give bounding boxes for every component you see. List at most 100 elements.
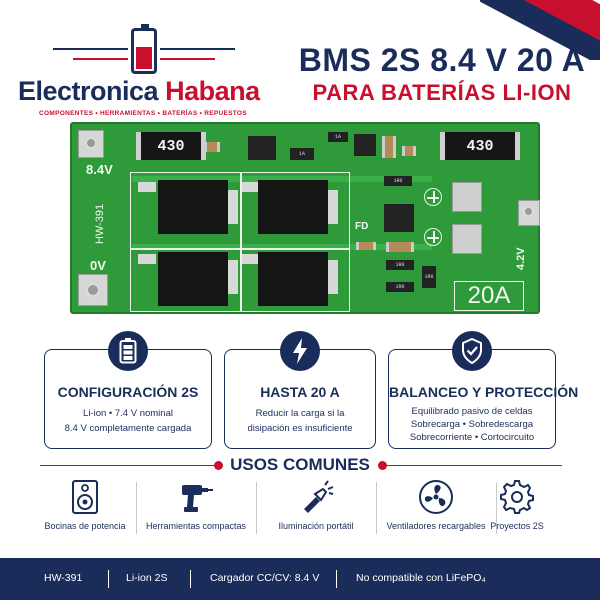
footer-charger: Cargador CC/CV: 8.4 V — [210, 572, 320, 584]
mosfet-tab — [242, 254, 260, 264]
shield-check-icon — [452, 331, 492, 371]
label-model: HW-391 — [94, 203, 106, 244]
flashlight-icon — [304, 480, 334, 513]
mosfet-tab — [328, 260, 338, 294]
feature-title: BALANCEO Y PROTECCIÓN — [389, 384, 579, 400]
use-item: Ventiladores recargables — [377, 479, 495, 541]
smd-1r0-b: 1R0 — [386, 260, 414, 270]
solder-pad-bottom — [78, 274, 108, 306]
footer-bar: HW-391 Li-ion 2S Cargador CC/CV: 8.4 V N… — [0, 558, 600, 600]
drill-icon — [182, 485, 213, 512]
use-item: Bocinas de potencia — [26, 479, 144, 541]
balance-pad — [452, 182, 482, 212]
use-separator — [256, 482, 257, 534]
circuit-line-right — [160, 48, 235, 50]
circuit-line-left — [53, 48, 128, 50]
lightning-icon — [280, 331, 320, 371]
brand-name-part1: Electronica — [18, 76, 159, 106]
balance-pad — [452, 224, 482, 254]
smd-1r0-c: 1R0 — [386, 282, 414, 292]
solder-pad-top — [78, 130, 104, 158]
capacitor — [204, 142, 220, 152]
feature-line: Sobrecarga • Sobredescarga — [410, 419, 534, 430]
feature-line: disipación es insuficiente — [247, 423, 353, 434]
divider-dot — [378, 461, 387, 470]
silkscreen-box — [240, 248, 350, 312]
mosfet-tab — [138, 182, 156, 192]
circuit-line-left-red — [73, 58, 128, 60]
footer-warning: No compatible con LiFePO₄ — [356, 572, 486, 584]
feature-line: Reducir la carga si la — [255, 408, 345, 419]
use-label: Herramientas compactas — [145, 521, 247, 531]
gear-icon — [500, 480, 534, 514]
divider-line — [386, 465, 562, 466]
brand-name-part2: Habana — [165, 76, 260, 106]
use-label: Proyectos 2S — [490, 521, 544, 531]
use-separator — [496, 482, 497, 534]
mosfet-tab — [228, 190, 238, 224]
capacitor — [402, 146, 416, 156]
footer-model: HW-391 — [44, 572, 83, 584]
label-0v: 0V — [90, 258, 106, 273]
feature-line: 8.4 V completamente cargada — [64, 423, 192, 434]
fan-icon — [419, 480, 453, 514]
mosfet-tab — [328, 190, 338, 224]
page-title: BMS 2S 8.4 V 20 A — [298, 42, 586, 78]
use-item: Proyectos 2S — [458, 479, 576, 541]
feature-line: Equilibrado pasivo de celdas — [411, 406, 533, 417]
feature-card-balance: BALANCEO Y PROTECCIÓN Equilibrado pasivo… — [388, 331, 579, 449]
pcb-trace — [132, 244, 432, 250]
use-label: Iluminación portátil — [278, 521, 354, 531]
mosfet — [258, 252, 328, 306]
feature-line: Sobrecorriente • Cortocircuito — [409, 432, 535, 443]
smd-1a-bottom: 1A — [290, 148, 314, 160]
mosfet — [258, 180, 328, 234]
feature-card-current: HASTA 20 A Reducir la carga si la disipa… — [224, 331, 376, 449]
footer-separator — [336, 570, 337, 588]
ic-chip — [384, 204, 414, 232]
plus-symbol — [424, 188, 442, 206]
solder-pad-right — [518, 200, 540, 226]
mosfet — [158, 252, 228, 306]
feature-title: CONFIGURACIÓN 2S — [57, 384, 199, 400]
ic-chip — [248, 136, 276, 160]
pcb-trace — [132, 176, 432, 182]
uses-header: USOS COMUNES — [0, 455, 600, 475]
label-8v4: 8.4V — [86, 162, 113, 177]
brand-logo: Electronica Habana COMPONENTES • HERRAMI… — [18, 24, 268, 118]
silkscreen-box — [130, 248, 242, 312]
use-item: Iluminación portátil — [257, 479, 375, 541]
capacitor — [356, 242, 376, 250]
circuit-line-right-red — [160, 58, 215, 60]
battery-logo-icon — [131, 24, 157, 74]
label-4v2: 4.2V — [515, 247, 527, 270]
capacitor — [382, 136, 396, 158]
divider-dot — [214, 461, 223, 470]
shunt-resistor-right: 430 — [440, 132, 520, 160]
mosfet-tab — [138, 254, 156, 264]
use-separator — [376, 482, 377, 534]
bms-board-photo: 430 430 8.4V HW-391 0V 4.2V FD 1A 1A 1R0… — [70, 122, 540, 314]
use-item: Herramientas compactas — [137, 479, 255, 541]
current-rating-label: 20A — [454, 281, 524, 311]
brand-name: Electronica Habana — [18, 76, 268, 107]
silkscreen-box — [240, 172, 350, 250]
ic-chip — [354, 134, 376, 156]
footer-chemistry: Li-ion 2S — [126, 572, 168, 584]
mosfet-tab — [242, 182, 260, 192]
speaker-icon — [72, 480, 98, 514]
uses-title: USOS COMUNES — [230, 455, 370, 474]
label-fd: FD — [355, 221, 369, 232]
mosfet — [158, 180, 228, 234]
mosfet-tab — [228, 260, 238, 294]
smd-1r0-d: 1R0 — [422, 266, 436, 288]
feature-title: HASTA 20 A — [260, 384, 340, 400]
shunt-resistor-left: 430 — [136, 132, 206, 160]
brand-tagline: COMPONENTES • HERRAMIENTAS • BATERÍAS • … — [39, 110, 247, 117]
use-label: Ventiladores recargables — [386, 521, 486, 531]
feature-line: Li-ion • 7.4 V nominal — [83, 408, 173, 419]
divider-line — [40, 465, 216, 466]
feature-card-config: CONFIGURACIÓN 2S Li-ion • 7.4 V nominal … — [44, 331, 212, 449]
footer-separator — [108, 570, 109, 588]
plus-symbol — [424, 228, 442, 246]
